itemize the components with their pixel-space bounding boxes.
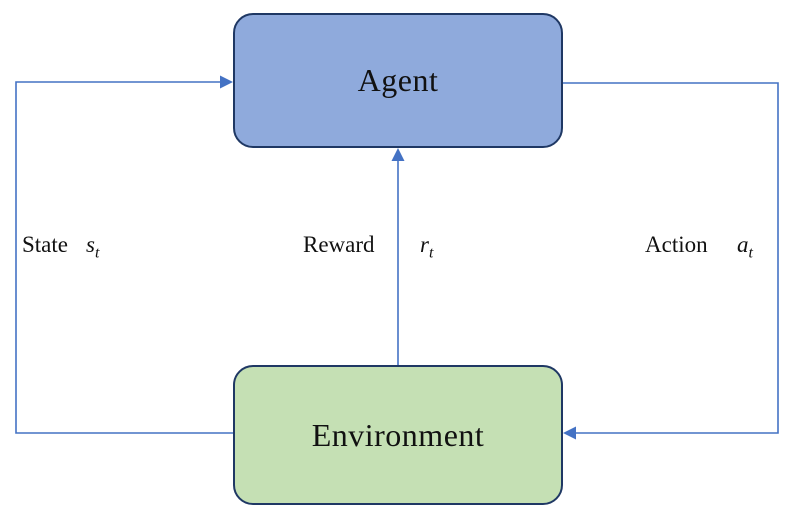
action-label-text: Action xyxy=(645,232,708,257)
action-arrow xyxy=(563,82,779,440)
action-symbol: at xyxy=(737,232,753,262)
action-edge-label: Action xyxy=(645,231,708,259)
state-symbol: st xyxy=(86,232,100,262)
agent-node: Agent xyxy=(233,13,563,148)
environment-node: Environment xyxy=(233,365,563,505)
environment-node-label: Environment xyxy=(311,416,485,453)
reward-symbol: rt xyxy=(420,232,434,262)
state-arrowhead-icon xyxy=(220,75,233,89)
agent-node-label: Agent xyxy=(357,62,439,98)
action-arrowhead-icon xyxy=(563,426,576,440)
reward-edge-label: Reward xyxy=(303,231,375,259)
state-arrow xyxy=(15,75,233,434)
reward-arrowhead-icon xyxy=(391,148,405,161)
state-label-text: State xyxy=(22,232,68,257)
reward-label-text: Reward xyxy=(303,232,375,257)
reward-arrow xyxy=(391,148,405,365)
